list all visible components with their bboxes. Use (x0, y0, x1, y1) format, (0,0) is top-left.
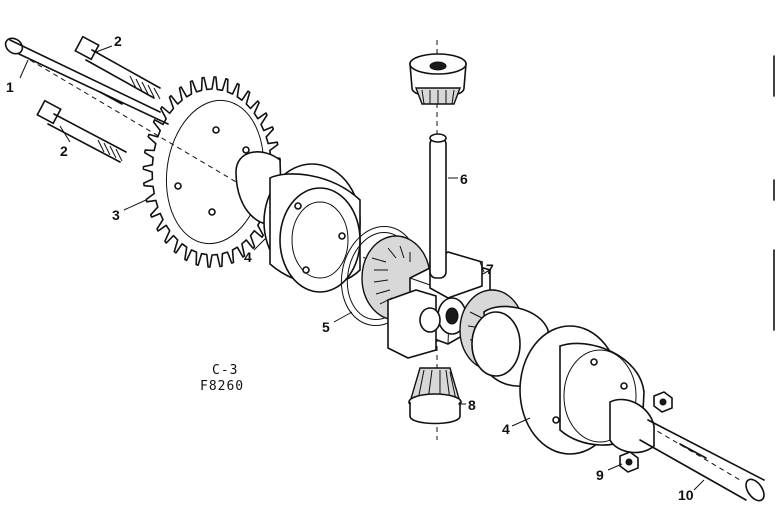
callout-9: 9 (596, 467, 604, 483)
callout-4-left: 4 (244, 249, 252, 265)
part-9-nut-upper (653, 391, 673, 413)
part-4-hub-left (235, 151, 361, 293)
callout-10: 10 (678, 487, 694, 503)
part-9-nut-lower (619, 451, 639, 473)
figure-code-line-1: C-3 (212, 363, 238, 378)
part-2-bolt-upper (74, 35, 161, 105)
callout-6: 6 (460, 171, 468, 187)
callout-1: 1 (6, 79, 14, 95)
part-10-axle-shaft (639, 419, 765, 502)
callout-5: 5 (322, 319, 330, 335)
top-pinion-gear (409, 53, 467, 105)
part-4-hub-right (519, 325, 655, 455)
figure-code: C-3 F8260 (200, 363, 244, 394)
callout-8: 8 (468, 397, 476, 413)
bevel-gear-right (459, 289, 549, 388)
callout-3: 3 (112, 207, 120, 223)
callout-2-upper: 2 (114, 33, 122, 49)
callout-labels: 1 2 2 3 4 4 5 6 7 8 9 10 (6, 33, 694, 503)
part-2-bolt-lower (36, 99, 127, 163)
figure-code-line-2: F8260 (200, 379, 244, 394)
part-1-long-pin (4, 37, 169, 125)
callout-4-right: 4 (502, 421, 510, 437)
callout-leaders (19, 45, 705, 491)
part-8-bevel-pinion (408, 367, 462, 425)
part-3-sprocket (142, 76, 282, 268)
callout-7: 7 (486, 261, 494, 277)
callout-2-lower: 2 (60, 143, 68, 159)
part-6-cross-shaft (429, 133, 447, 279)
